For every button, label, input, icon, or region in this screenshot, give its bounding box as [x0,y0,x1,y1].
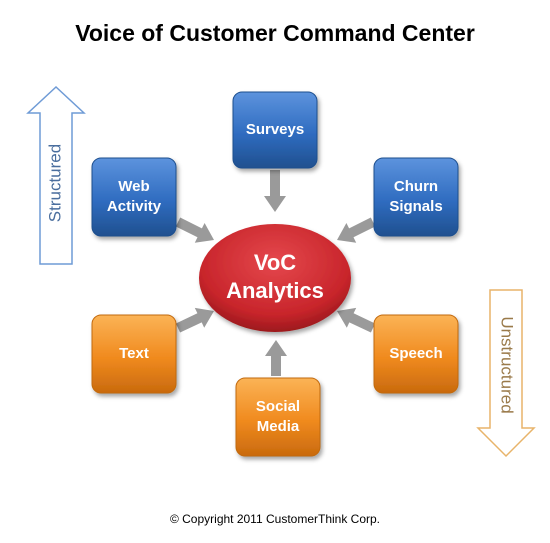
page-title: Voice of Customer Command Center [75,20,475,46]
connector-arrow-speech [337,307,376,333]
source-label-web-activity-1: Activity [107,198,162,215]
connector-arrow-web-activity [175,217,214,243]
source-box-text: Text [91,314,177,394]
center-line-1: VoC [254,250,296,275]
source-box-shape-text [91,314,177,394]
unstructured-arrow: Unstructured [476,289,536,458]
source-box-shape-churn-signals [373,157,459,237]
connector-arrow-churn-signals [337,217,376,243]
source-label-churn-signals-0: Churn [394,178,438,195]
center-line-2: Analytics [226,278,324,303]
source-label-text-0: Text [119,345,149,362]
connector-arrow-text [175,307,214,333]
source-label-social-media-0: Social [256,398,300,415]
source-box-speech: Speech [373,314,459,394]
connector-arrow-surveys [264,170,286,212]
source-box-shape-social-media [235,377,321,457]
unstructured-label: Unstructured [498,316,517,413]
source-label-social-media-1: Media [257,418,300,435]
structured-arrow: Structured [26,85,86,265]
source-label-surveys-0: Surveys [246,121,304,138]
connector-arrows [175,170,376,376]
source-box-shape-web-activity [91,157,177,237]
copyright-footer: © Copyright 2011 CustomerThink Corp. [169,512,381,526]
source-box-shape-surveys [232,91,318,169]
connector-arrow-social-media [265,340,287,376]
source-box-shape-speech [373,314,459,394]
source-label-speech-0: Speech [389,345,442,362]
source-label-web-activity-0: Web [118,178,149,195]
source-label-churn-signals-1: Signals [389,198,442,215]
structured-label: Structured [45,144,64,222]
source-box-surveys: Surveys [232,91,318,169]
center-node: VoC Analytics [199,224,351,332]
